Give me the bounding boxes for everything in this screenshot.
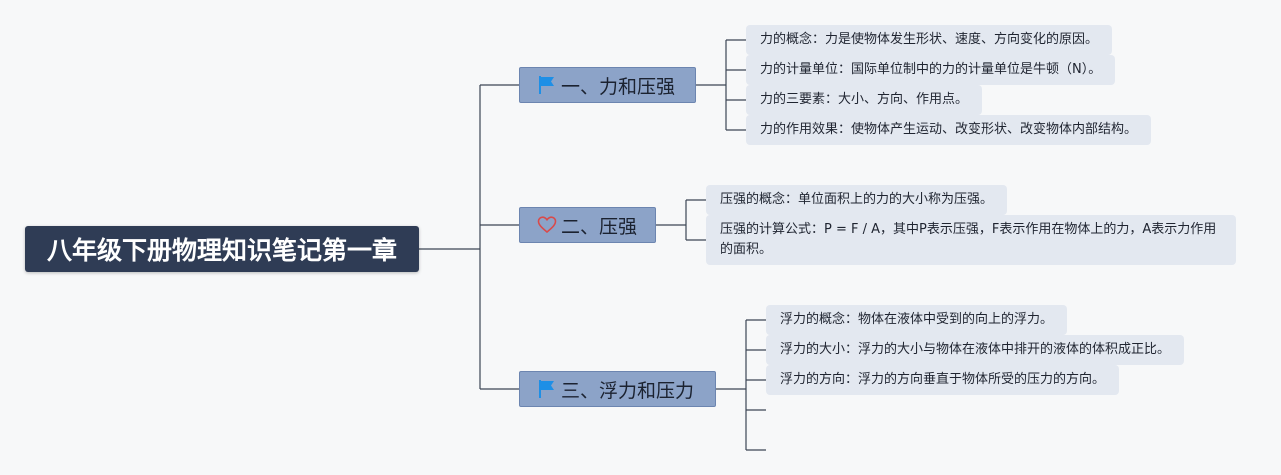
branch-pressure[interactable]: 二、压强 [519,207,656,243]
leaf-pressure-concept[interactable]: 压强的概念：单位面积上的力的大小称为压强。 [706,185,1008,215]
branch-label: 二、压强 [561,215,638,238]
branch-label: 三、浮力和压力 [561,379,695,402]
heart-icon [537,215,557,235]
leaf-force-concept[interactable]: 力的概念：力是使物体发生形状、速度、方向变化的原因。 [746,25,1113,55]
flag-icon [537,75,557,95]
branch-buoyancy-and-pressure[interactable]: 三、浮力和压力 [519,371,716,407]
flag-icon [537,379,557,399]
branch-label: 一、力和压强 [561,75,676,98]
leaf-buoyancy-magnitude[interactable]: 浮力的大小：浮力的大小与物体在液体中排开的液体的体积成正比。 [766,335,1185,365]
branch-force-and-pressure[interactable]: 一、力和压强 [519,67,696,103]
root-topic-label: 八年级下册物理知识笔记第一章 [46,236,397,265]
leaf-force-unit[interactable]: 力的计量单位：国际单位制中的力的计量单位是牛顿（N）。 [746,55,1116,85]
leaf-force-effects[interactable]: 力的作用效果：使物体产生运动、改变形状、改变物体内部结构。 [746,115,1152,145]
root-topic[interactable]: 八年级下册物理知识笔记第一章 [25,226,419,272]
leaf-pressure-formula[interactable]: 压强的计算公式：P = F / A，其中P表示压强，F表示作用在物体上的力，A表… [706,215,1236,265]
leaf-buoyancy-direction[interactable]: 浮力的方向：浮力的方向垂直于物体所受的压力的方向。 [766,365,1120,395]
leaf-buoyancy-concept[interactable]: 浮力的概念：物体在液体中受到的向上的浮力。 [766,305,1068,335]
leaf-force-elements[interactable]: 力的三要素：大小、方向、作用点。 [746,85,983,115]
